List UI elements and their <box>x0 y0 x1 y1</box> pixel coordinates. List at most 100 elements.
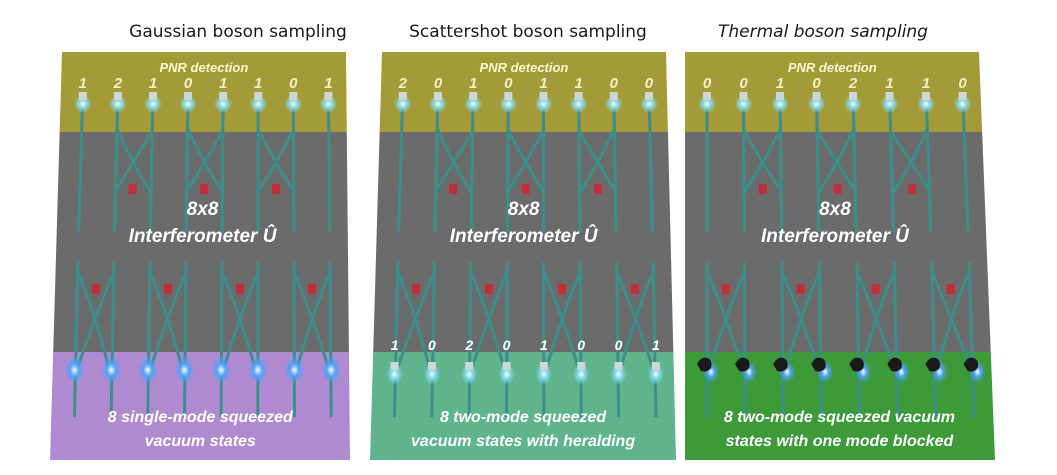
waveguide <box>651 261 658 418</box>
phase-shifter <box>200 184 209 194</box>
detection-band <box>685 52 983 132</box>
phase-shifter <box>630 284 639 294</box>
output-count: 1 <box>219 75 227 92</box>
detection-label: PNR detection <box>480 60 569 75</box>
detector-glow <box>499 95 518 113</box>
detection-band <box>379 52 668 132</box>
source-glow <box>174 356 195 384</box>
source-label-line2: states with one mode blocked <box>726 433 955 450</box>
waveguide <box>505 261 509 418</box>
detector-glow <box>179 95 198 113</box>
output-count: 1 <box>922 75 930 92</box>
output-count: 1 <box>149 75 157 92</box>
source-glow <box>321 356 342 384</box>
detector <box>398 92 407 100</box>
detector <box>574 92 583 100</box>
detector-glow <box>734 95 753 113</box>
output-count: 0 <box>184 75 193 92</box>
detector-glow <box>143 95 162 113</box>
waveguide <box>817 261 823 418</box>
detector <box>776 92 785 100</box>
output-count: 0 <box>504 75 513 92</box>
waveguide <box>469 99 475 233</box>
source-label-line1: 8 two-mode squeezed vacuum <box>724 409 955 426</box>
input-count: 0 <box>428 337 436 353</box>
detector-glow <box>639 95 658 113</box>
source-label-line2: vacuum states <box>145 433 256 450</box>
beam-block <box>697 357 712 372</box>
beam-block <box>849 357 864 372</box>
waveguide <box>184 99 190 233</box>
source-glow <box>284 356 305 384</box>
detector <box>148 92 157 100</box>
phase-shifter <box>557 284 566 294</box>
interferometer-label: Interferometer Û <box>129 225 278 247</box>
source-glow <box>211 356 232 384</box>
waveguide <box>961 99 970 233</box>
waveguide <box>433 99 440 233</box>
detector <box>849 92 858 100</box>
source-glow <box>247 356 268 384</box>
detector <box>184 92 193 100</box>
beam-block <box>925 357 940 372</box>
phase-shifter <box>833 184 842 194</box>
input-count: 1 <box>540 337 548 353</box>
coupler <box>433 129 475 193</box>
waveguide <box>778 99 784 233</box>
output-count: 0 <box>739 75 748 92</box>
waveguide <box>892 261 900 418</box>
interferometer-label: Interferometer Û <box>761 225 910 247</box>
waveguide <box>780 261 785 418</box>
detector <box>78 92 87 100</box>
output-count: 1 <box>574 75 582 92</box>
phase-shifter <box>594 184 603 194</box>
waveguide <box>219 261 224 418</box>
detector-glow <box>953 95 972 113</box>
source-label-line2: vacuum states with heralding <box>411 433 635 450</box>
phase-shifter <box>721 284 730 294</box>
detector-glow <box>393 95 412 113</box>
phase-shifter <box>271 184 280 194</box>
detector <box>703 92 711 100</box>
waveguide <box>328 261 333 418</box>
input-count: 0 <box>577 337 585 353</box>
interferometer-size: 8x8 <box>508 199 540 220</box>
coupler <box>393 271 436 378</box>
waveguide <box>742 99 746 233</box>
coupler <box>256 129 295 193</box>
phase-shifter <box>946 284 955 294</box>
detector <box>609 92 618 100</box>
detector <box>469 92 478 100</box>
coupler <box>185 129 225 193</box>
output-count: 1 <box>79 75 87 92</box>
source-band <box>685 352 995 460</box>
phase-shifter <box>163 284 172 294</box>
waveguide <box>397 99 405 233</box>
output-count: 0 <box>289 75 298 92</box>
waveguide <box>182 261 188 418</box>
phase-shifter <box>235 284 244 294</box>
beam-block <box>735 357 750 372</box>
waveguide <box>113 99 120 233</box>
waveguide <box>851 99 858 233</box>
source-glow <box>137 356 158 384</box>
output-count: 0 <box>812 75 821 92</box>
coupler <box>743 129 782 193</box>
output-count: 1 <box>885 75 893 92</box>
coupler <box>506 129 545 193</box>
coupler <box>892 129 928 193</box>
output-count: 0 <box>434 75 443 92</box>
output-count: 1 <box>254 75 262 92</box>
source-glow <box>64 356 85 384</box>
detector <box>922 92 931 100</box>
waveguide <box>577 99 582 233</box>
waveguide <box>148 99 155 233</box>
herald-detector <box>539 362 548 370</box>
detector-glow <box>249 95 268 113</box>
waveguide <box>505 99 510 233</box>
detector-glow <box>534 95 553 113</box>
herald-detector <box>502 362 511 370</box>
output-count: 1 <box>539 75 547 92</box>
detector <box>812 92 821 100</box>
